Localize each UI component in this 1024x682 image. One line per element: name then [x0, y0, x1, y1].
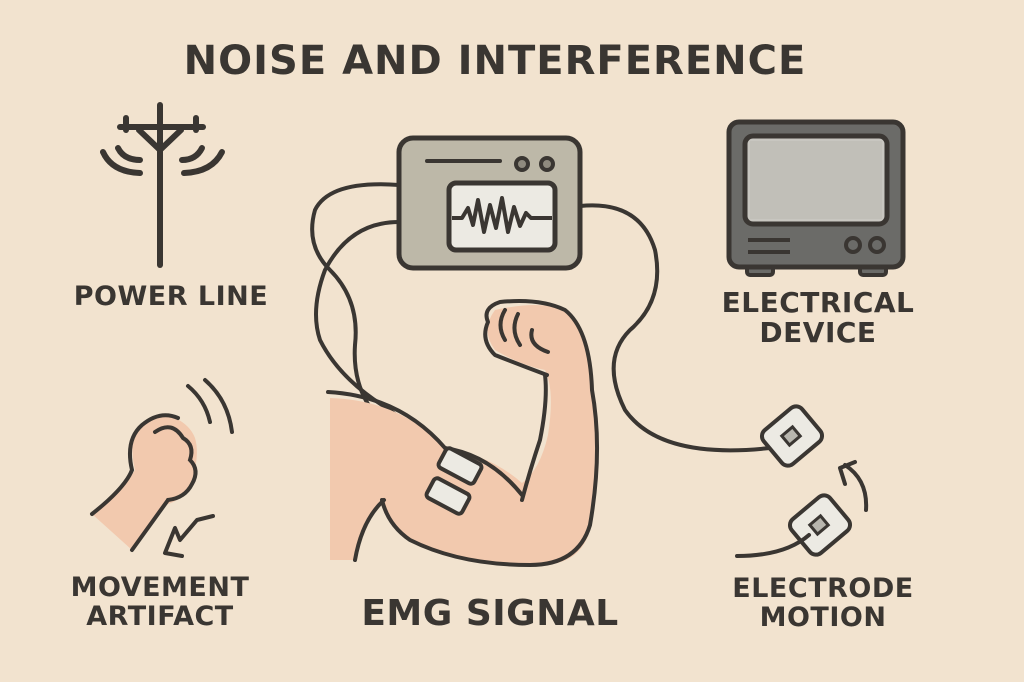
label-line: ELECTRICAL: [721, 286, 915, 319]
label-electrical-device: ELECTRICAL DEVICE: [700, 286, 936, 350]
label-electrode-motion: ELECTRODE MOTION: [708, 574, 938, 632]
page-title: NOISE AND INTERFERENCE: [183, 38, 807, 84]
label-line: ARTIFACT: [86, 601, 234, 633]
label-line: DEVICE: [759, 316, 877, 350]
label-line: MOTION: [759, 602, 887, 634]
flexed-arm-icon: [326, 299, 599, 567]
power-line-icon: [100, 102, 225, 268]
electrode-motion-icon: [735, 404, 869, 558]
label-line: MOVEMENT: [70, 572, 250, 603]
label-line: ELECTRODE: [732, 573, 914, 604]
fist-icon: [90, 378, 234, 558]
tv-icon: [726, 119, 906, 277]
label-movement-artifact: MOVEMENT ARTIFACT: [60, 573, 260, 631]
label-emg-signal: EMG SIGNAL: [361, 593, 619, 634]
emg-monitor-icon: [396, 135, 583, 271]
label-power-line: POWER LINE: [73, 281, 269, 312]
